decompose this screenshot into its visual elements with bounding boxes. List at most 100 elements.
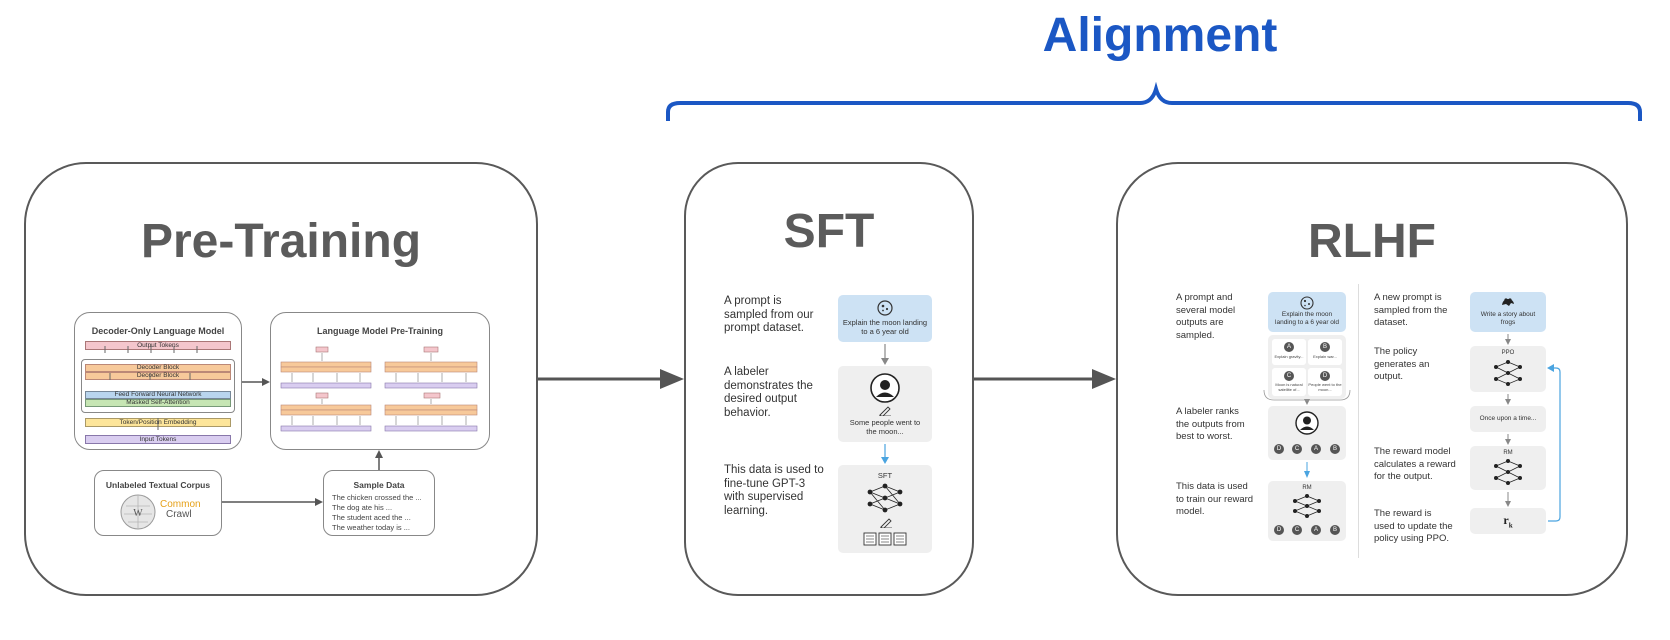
rlhf-rm2-card: RM bbox=[1470, 446, 1546, 490]
rlhf-output-card: Once upon a time... bbox=[1470, 406, 1546, 432]
common-crawl-top: Common bbox=[160, 499, 201, 510]
rlhf-left-step-1: A prompt and several model outputs are s… bbox=[1176, 292, 1236, 341]
sft-model-label: SFT bbox=[877, 471, 893, 480]
rlhf-rm2-label: RM bbox=[1503, 450, 1513, 456]
rlhf-prompt-card: Explain the moon landing to a 6 year old bbox=[1268, 292, 1346, 332]
option-b: B Explain war... bbox=[1308, 339, 1342, 365]
svg-text:W: W bbox=[133, 508, 143, 519]
wikipedia-globe-icon: W bbox=[120, 494, 156, 530]
labeler-avatar-icon bbox=[870, 373, 900, 403]
rlhf-ppo-card: PPO bbox=[1470, 346, 1546, 392]
rank-2: C bbox=[1292, 444, 1302, 454]
rlhf-ppo-label: PPO bbox=[1501, 350, 1515, 356]
alignment-brace bbox=[666, 81, 1642, 121]
rlhf-right-step-2: The policy generates an output. bbox=[1374, 346, 1430, 382]
rlhf-ranking-card: D C A B bbox=[1268, 406, 1346, 460]
input-tokens-band: Input Tokens bbox=[85, 435, 231, 444]
rm-rank-4: B bbox=[1330, 525, 1340, 535]
option-c-letter: C bbox=[1284, 371, 1294, 381]
rm-rank-3: A bbox=[1311, 525, 1321, 535]
sft-demo-text: Some people went to the moon... bbox=[849, 418, 921, 436]
option-a-letter: A bbox=[1284, 342, 1294, 352]
sample-data-box: Sample Data The chicken crossed the ... … bbox=[323, 470, 435, 536]
labeler-avatar-icon bbox=[1295, 411, 1319, 435]
rank-3: A bbox=[1311, 444, 1321, 454]
ppo-feedback-loop bbox=[1548, 367, 1561, 522]
corpus-box: Unlabeled Textual Corpus bbox=[94, 470, 222, 536]
rlhf-column-divider bbox=[1358, 284, 1359, 558]
attention-band: Masked Self-Attention bbox=[85, 399, 231, 407]
sft-step-3: This data is used to fine-tune GPT-3 wit… bbox=[724, 464, 824, 517]
sft-title: SFT bbox=[783, 205, 875, 258]
rlhf-new-prompt-text: Write a story about frogs bbox=[1480, 311, 1536, 326]
rank-4: B bbox=[1330, 444, 1340, 454]
neural-network-icon bbox=[1494, 360, 1522, 386]
sample-line-2: The dog ate his ... bbox=[332, 503, 393, 512]
rm-rank-2: C bbox=[1292, 525, 1302, 535]
moon-icon bbox=[1300, 296, 1314, 310]
option-b-letter: B bbox=[1320, 342, 1330, 352]
lm-pretraining-title: Language Model Pre-Training bbox=[316, 326, 443, 336]
rlhf-rm-card: RM D C A B bbox=[1268, 481, 1346, 541]
pencil-icon bbox=[879, 406, 891, 416]
sft-demo-card: Some people went to the moon... bbox=[838, 366, 932, 442]
sample-line-3: The student aced the ... bbox=[332, 513, 411, 522]
option-d-letter: D bbox=[1320, 371, 1330, 381]
corpus-title: Unlabeled Textual Corpus bbox=[105, 480, 211, 490]
sft-prompt-card: Explain the moon landing to a 6 year old bbox=[838, 295, 932, 342]
moon-icon bbox=[877, 300, 893, 316]
rm-ranking-row: D C A B bbox=[1274, 525, 1340, 535]
lm-pretraining-quadrant-4 bbox=[384, 392, 478, 432]
rlhf-title: RLHF bbox=[1308, 215, 1436, 268]
rank-1: D bbox=[1274, 444, 1284, 454]
sft-prompt-text: Explain the moon landing to a 6 year old bbox=[842, 318, 928, 336]
option-b-text: Explain war... bbox=[1313, 354, 1337, 359]
sample-line-4: The weather today is ... bbox=[332, 523, 410, 532]
neural-network-icon bbox=[1494, 459, 1522, 485]
documents-icon bbox=[863, 532, 907, 546]
pretraining-title: Pre-Training bbox=[140, 215, 422, 268]
neural-network-icon bbox=[867, 483, 903, 513]
option-c: C Moon is natural satellite of... bbox=[1272, 368, 1306, 396]
lm-pretraining-quadrant-2 bbox=[384, 346, 478, 389]
option-a-text: Explain gravity... bbox=[1274, 354, 1304, 359]
output-tokens-band: Output Tokens bbox=[85, 341, 231, 350]
lm-pretraining-quadrant-1 bbox=[280, 346, 372, 389]
rlhf-left-step-2: A labeler ranks the outputs from best to… bbox=[1176, 406, 1245, 442]
option-d-text: People went to the moon... bbox=[1308, 382, 1342, 392]
decoder-block-band-2: Decoder Block bbox=[85, 372, 231, 380]
neural-network-icon bbox=[1293, 494, 1321, 518]
rlhf-rm-label: RM bbox=[1302, 485, 1312, 491]
pencil-icon bbox=[880, 518, 892, 528]
rlhf-prompt-text: Explain the moon landing to a 6 year old bbox=[1275, 311, 1339, 326]
rlhf-output-text: Once upon a time... bbox=[1479, 415, 1537, 422]
sample-line-1: The chicken crossed the ... bbox=[332, 493, 422, 502]
rlhf-right-step-1: A new prompt is sampled from the dataset… bbox=[1374, 292, 1448, 328]
sft-step-1: A prompt is sampled from our prompt data… bbox=[724, 295, 814, 334]
decoder-model-box: Decoder-Only Language Model Output Token… bbox=[74, 312, 242, 450]
option-d: D People went to the moon... bbox=[1308, 368, 1342, 396]
ranking-row: D C A B bbox=[1274, 444, 1340, 454]
reward-r: r bbox=[1503, 513, 1509, 527]
rlhf-left-step-3: This data is used to train our reward mo… bbox=[1176, 481, 1254, 517]
alignment-title: Alignment bbox=[1042, 9, 1278, 62]
rlhf-right-step-3: The reward model calculates a reward for… bbox=[1374, 446, 1456, 482]
sample-data-title: Sample Data bbox=[353, 480, 405, 490]
rlhf-right-step-4: The reward is used to update the policy … bbox=[1374, 508, 1453, 544]
sft-step-2: A labeler demonstrates the desired outpu… bbox=[724, 366, 813, 419]
option-a: A Explain gravity... bbox=[1272, 339, 1306, 365]
sft-model-card: SFT bbox=[838, 465, 932, 553]
decoder-block-band-1: Decoder Block bbox=[85, 364, 231, 372]
lm-pretraining-quadrant-3 bbox=[280, 392, 372, 432]
rlhf-options-card: A Explain gravity... B Explain war... C … bbox=[1268, 335, 1346, 399]
frog-icon bbox=[1502, 298, 1514, 306]
decoder-stack bbox=[81, 359, 235, 413]
rlhf-reward-card: rk bbox=[1470, 508, 1546, 534]
common-crawl-bottom: Crawl bbox=[166, 509, 192, 520]
rm-rank-1: D bbox=[1274, 525, 1284, 535]
